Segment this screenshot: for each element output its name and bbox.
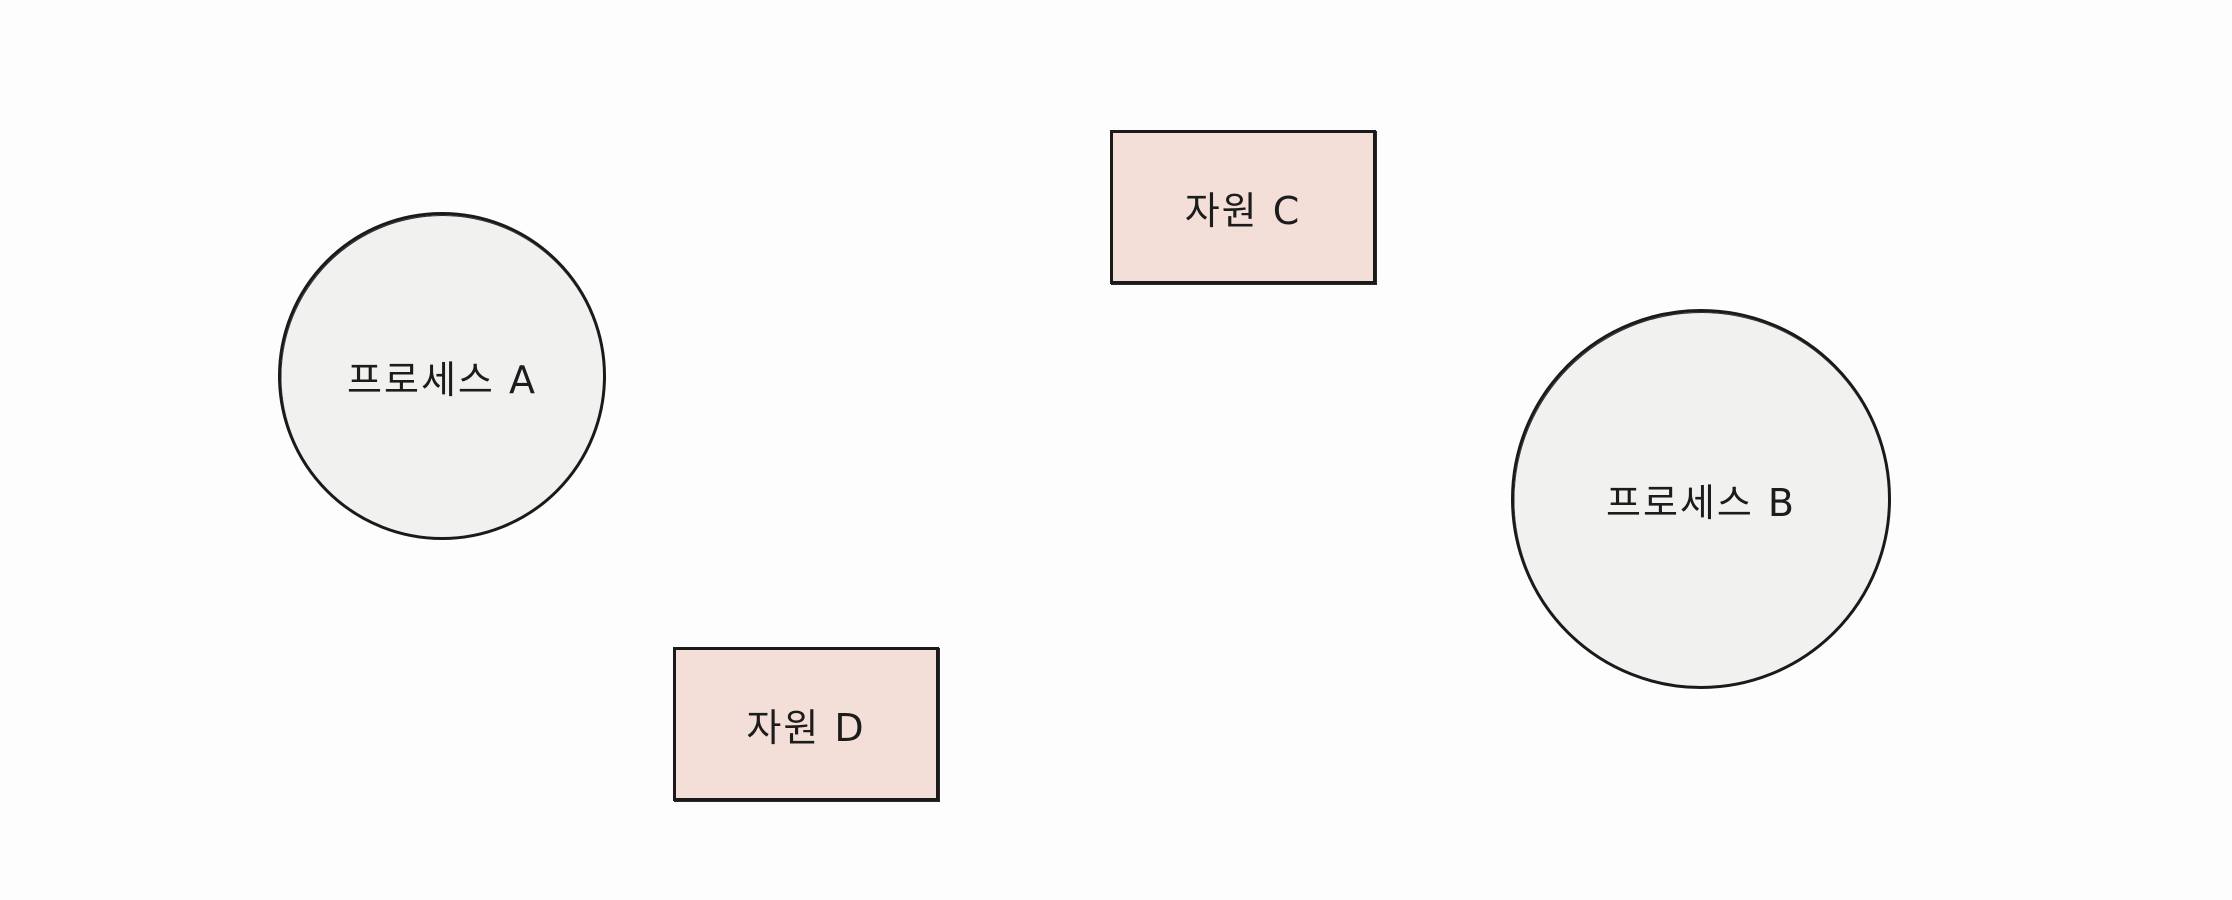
- resource-c-label: 자원 C: [1184, 188, 1302, 233]
- process-a-node: 프로세스 A: [278, 212, 606, 540]
- resource-d-label: 자원 D: [746, 705, 866, 750]
- process-b-label: 프로세스 B: [1606, 480, 1796, 525]
- resource-c-node: 자원 C: [1110, 130, 1376, 284]
- process-a-label: 프로세스 A: [347, 357, 537, 402]
- resource-d-node: 자원 D: [673, 647, 939, 801]
- process-b-node: 프로세스 B: [1511, 309, 1891, 689]
